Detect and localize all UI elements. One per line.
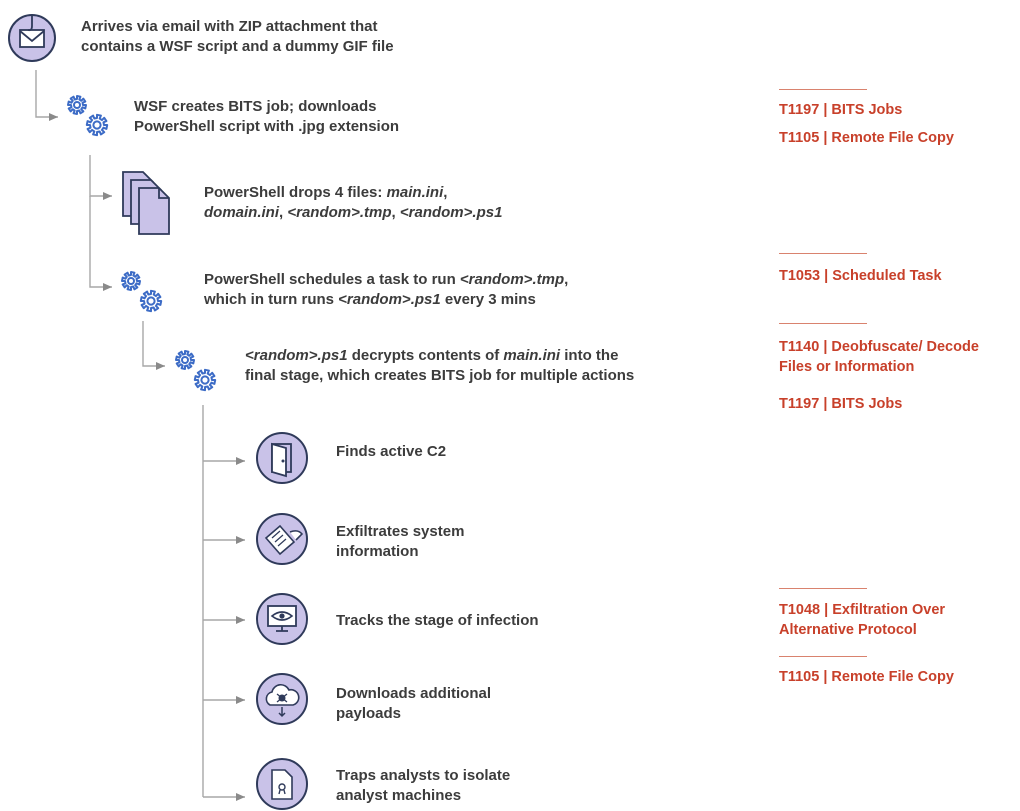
filename: main.ini: [386, 184, 444, 201]
action-item: Downloads additional payloads: [336, 684, 491, 724]
gear-shape: [67, 95, 87, 115]
technique-label: Files or Information: [779, 359, 915, 375]
certificate-document-icon: [256, 758, 308, 810]
gears-icon: [67, 95, 109, 137]
document-hand-icon: [256, 513, 308, 565]
action-item: Exfiltrates system information: [336, 522, 464, 562]
filename: <random>.ps1: [399, 204, 503, 221]
step-drops-line1: PowerShell drops 4 files: main.ini,: [204, 183, 502, 203]
action-label: Finds active C2: [336, 443, 447, 460]
connector-wsf-to-schedule: [89, 196, 112, 291]
connector-email-to-wsf: [35, 70, 58, 121]
step-wsf-line2: PowerShell script with .jpg extension: [134, 118, 400, 135]
filename: <random>.tmp: [459, 271, 565, 288]
door-icon: [256, 432, 308, 484]
gear-shape: [85, 113, 109, 137]
gear-shape: [175, 350, 195, 370]
filename: <random>.ps1: [338, 291, 441, 308]
action-label: Tracks the stage of infection: [336, 612, 539, 629]
documents-icon: [122, 171, 170, 235]
action-label: Exfiltrates system: [336, 523, 465, 540]
step-schedule-text: PowerShell schedules a task to run <rand…: [204, 270, 568, 310]
filename: main.ini: [503, 347, 561, 364]
step-drops-line2: domain.ini, <random>.tmp, <random>.ps1: [204, 203, 502, 223]
filename: <random>.ps1: [245, 347, 348, 364]
action-label: Traps analysts to isolate: [336, 767, 511, 784]
step-decrypt-text-1: decrypts contents of: [347, 347, 504, 364]
step-decrypt-text: <random>.ps1 decrypts contents of main.i…: [245, 346, 634, 386]
gear-hub: [146, 296, 156, 306]
gear-hub: [181, 356, 189, 364]
technique-divider: [779, 89, 867, 90]
technique-label: T1053 | Scheduled Task: [779, 268, 942, 284]
step-wsf-line1: WSF creates BITS job; downloads: [134, 98, 377, 115]
technique-label: T1105 | Remote File Copy: [779, 130, 954, 146]
step-drops-text-3: ,: [279, 204, 288, 221]
technique-label: T1105 | Remote File Copy: [779, 669, 954, 685]
technique-divider: [779, 588, 867, 589]
technique-divider: [779, 656, 867, 657]
step-drops-text: PowerShell drops 4 files: main.ini, doma…: [204, 183, 502, 223]
filename: domain.ini: [204, 204, 279, 221]
connector-wsf-to-drops: [89, 155, 112, 200]
step-schedule-text-4: every 3 mins: [440, 291, 536, 308]
step-schedule-line1: PowerShell schedules a task to run <rand…: [204, 270, 568, 290]
technique-divider: [779, 253, 867, 254]
action-item: Tracks the stage of infection: [336, 611, 539, 631]
action-label: analyst machines: [336, 787, 462, 804]
step-wsf-text: WSF creates BITS job; downloads PowerShe…: [134, 97, 399, 137]
step-email-line1: Arrives via email with ZIP attachment th…: [81, 18, 378, 35]
step-decrypt-line2: final stage, which creates BITS job for …: [245, 367, 635, 384]
gears-icon: [175, 350, 217, 392]
technique-label: Alternative Protocol: [779, 622, 917, 638]
gear-hub: [92, 120, 102, 130]
technique-label: T1197 | BITS Jobs: [779, 102, 903, 118]
step-drops-text-2: ,: [443, 184, 448, 201]
action-label: information: [336, 543, 419, 560]
action-label: Downloads additional: [336, 685, 492, 702]
action-item: Finds active C2: [336, 442, 446, 462]
step-email-text: Arrives via email with ZIP attachment th…: [81, 17, 394, 57]
technique-label: T1197 | BITS Jobs: [779, 396, 903, 412]
step-schedule-line2: which in turn runs <random>.ps1 every 3 …: [204, 290, 568, 310]
technique-label: T1140 | Deobfuscate/ Decode: [779, 339, 979, 355]
step-schedule-text-2: ,: [564, 271, 569, 288]
monitor-eye-icon: [256, 593, 308, 645]
gear-hub: [73, 101, 81, 109]
action-item: Traps analysts to isolate analyst machin…: [336, 766, 510, 806]
gear-shape: [193, 368, 217, 392]
connectors: [35, 70, 245, 801]
connector-schedule-to-decrypt: [142, 321, 165, 370]
step-decrypt-text-2: into the: [560, 347, 619, 364]
email-hook-icon: [8, 14, 56, 62]
gear-hub: [200, 375, 210, 385]
action-label: payloads: [336, 705, 402, 722]
gear-shape: [121, 271, 141, 291]
technique-label: T1048 | Exfiltration Over: [779, 602, 946, 618]
step-drops-text-4: ,: [391, 204, 400, 221]
cloud-download-icon: [256, 673, 308, 725]
step-decrypt-line1: <random>.ps1 decrypts contents of main.i…: [245, 346, 634, 366]
filename: <random>.tmp: [287, 204, 392, 221]
gear-hub: [127, 277, 135, 285]
step-schedule-text-3: which in turn runs: [204, 291, 339, 308]
step-drops-text-1: PowerShell drops 4 files:: [204, 184, 387, 201]
step-schedule-text-1: PowerShell schedules a task to run: [204, 271, 460, 288]
gear-shape: [139, 289, 163, 313]
technique-divider: [779, 323, 867, 324]
step-email-line2: contains a WSF script and a dummy GIF fi…: [81, 38, 394, 55]
gears-icon: [121, 271, 163, 313]
